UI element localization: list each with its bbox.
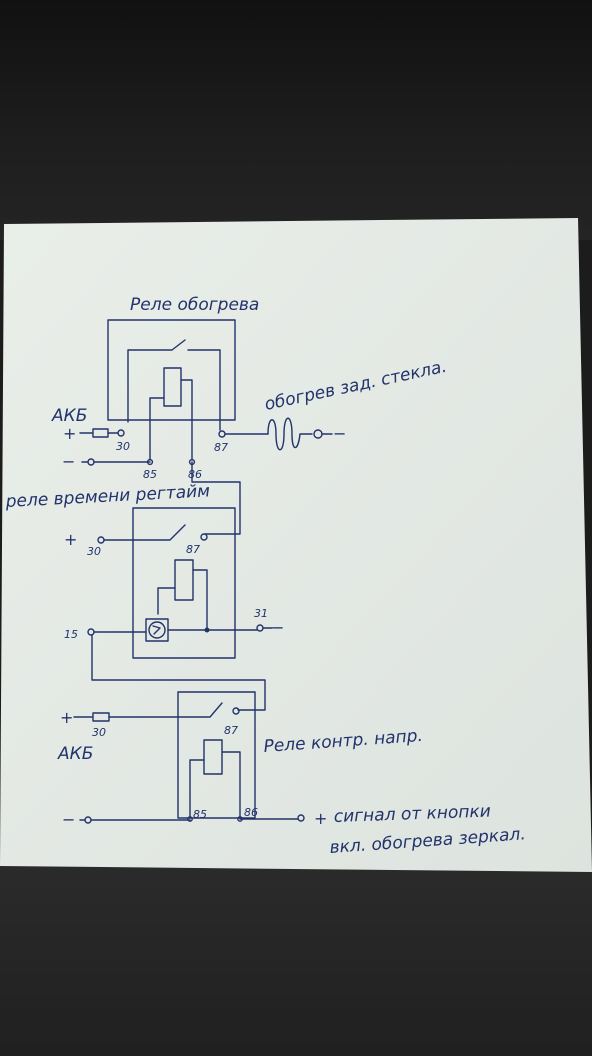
pin-r3-86: 86 xyxy=(244,806,258,819)
pin-r1-87: 87 xyxy=(214,441,228,454)
terminal-15-wire xyxy=(93,629,258,633)
timer-module-symbol xyxy=(148,621,166,639)
pin-r2-30: 30 xyxy=(87,545,101,558)
relay-control-box xyxy=(177,691,256,819)
dark-background-bottom xyxy=(0,860,592,1056)
relay-control-terminal-85 xyxy=(187,816,193,822)
sign-plus-timer-30: + xyxy=(64,530,77,549)
relay-timer-terminal-30 xyxy=(97,536,105,544)
relay-timer-coil-wiring xyxy=(157,569,208,631)
pin-r3-87: 87 xyxy=(224,724,238,737)
relay-timer-terminal-87 xyxy=(200,533,208,541)
relay-heating-coil xyxy=(163,367,182,407)
label-akb-bottom: АКБ xyxy=(57,744,93,764)
dark-background-top xyxy=(0,0,592,240)
relay-timer-switch xyxy=(103,524,186,541)
rear-glass-heater-element xyxy=(267,417,313,451)
pin-r1-85: 85 xyxy=(143,468,157,481)
pin-r3-85: 85 xyxy=(193,808,207,821)
pin-r1-30: 30 xyxy=(116,440,130,453)
relay-timer-coil xyxy=(174,559,194,601)
sign-plus-signal: + xyxy=(314,809,327,828)
relay-control-switch xyxy=(108,702,223,718)
pin-r3-30: 30 xyxy=(92,726,106,739)
relay-heating-box xyxy=(107,319,236,421)
pin-r1-86: 86 xyxy=(188,468,202,481)
relay-control-coil-wiring xyxy=(189,751,241,819)
relay-heating-switch xyxy=(127,339,221,431)
sign-plus-akb-bottom: + xyxy=(60,708,73,727)
relay-86-to-timer-87-wire xyxy=(191,461,241,535)
terminal-15-to-relay3-wire xyxy=(91,634,266,711)
relay-control-coil xyxy=(203,739,223,775)
signal-terminal xyxy=(297,814,305,822)
label-relay-heating: Реле обогрева xyxy=(130,295,259,315)
relay-heating-terminal-30 xyxy=(117,429,125,437)
sign-minus-heater: − xyxy=(333,424,346,443)
relay-heating-terminal-85 xyxy=(146,458,154,466)
relay-control-terminal-87 xyxy=(232,707,240,715)
sign-minus-31: − xyxy=(271,618,284,637)
pin-r2-31: 31 xyxy=(254,607,268,620)
label-akb-top: АКБ xyxy=(51,406,87,426)
relay-heating-coil-wiring xyxy=(149,379,193,461)
sign-minus-bottom: − xyxy=(62,810,75,829)
sign-minus-top: − xyxy=(62,452,75,471)
pin-r2-87: 87 xyxy=(186,543,200,556)
relay-timer-box xyxy=(132,507,236,659)
paper-sheet xyxy=(0,218,592,872)
pin-r2-15: 15 xyxy=(64,628,78,641)
sign-plus-akb-top: + xyxy=(63,424,76,443)
